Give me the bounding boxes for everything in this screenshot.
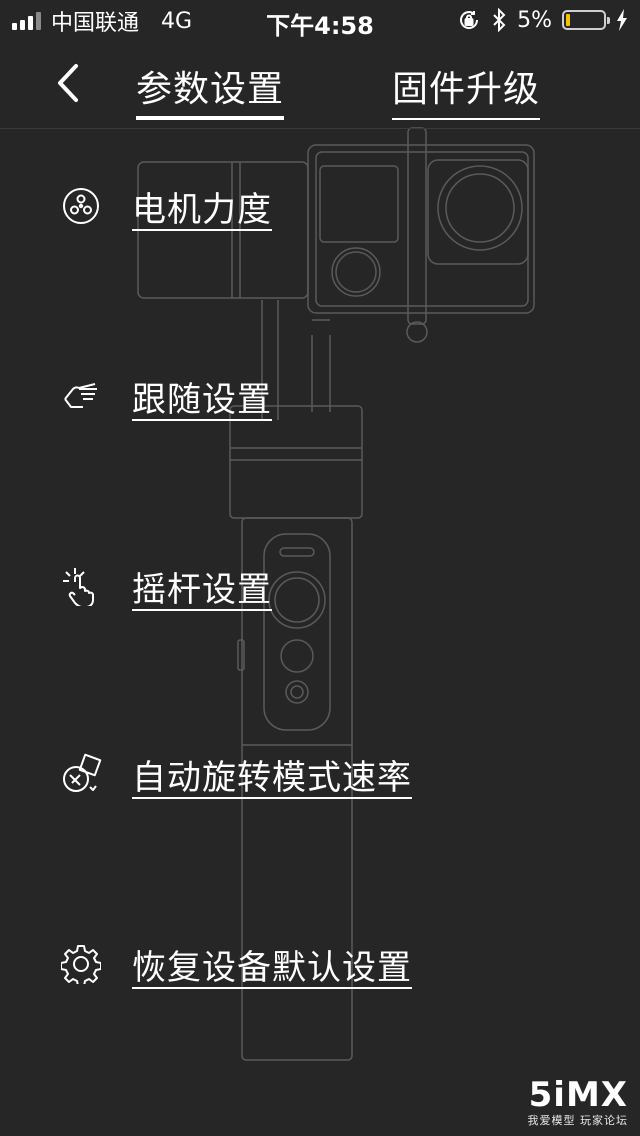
menu-item-label: 摇杆设置 bbox=[132, 569, 272, 610]
status-bar: 中国联通 4G 下午4:58 5% bbox=[0, 0, 640, 40]
watermark-logo: 5iMX 我爱模型 玩家论坛 bbox=[528, 1078, 629, 1128]
signal-strength-icon bbox=[12, 12, 41, 30]
nav-bar: 参数设置 固件升级 bbox=[0, 40, 640, 129]
charging-bolt-icon bbox=[617, 9, 627, 31]
menu-item-restore-defaults[interactable]: 恢复设备默认设置 bbox=[60, 934, 412, 994]
status-time: 下午4:58 bbox=[266, 12, 374, 40]
tab-underline bbox=[392, 118, 541, 120]
tab-params-settings[interactable]: 参数设置 bbox=[136, 60, 285, 120]
gear-icon bbox=[60, 943, 102, 985]
carrier-name: 中国联通 bbox=[51, 11, 140, 36]
tab-active-indicator bbox=[136, 116, 285, 120]
network-type: 4G bbox=[161, 8, 193, 34]
menu-item-motor-strength[interactable]: 电机力度 bbox=[60, 176, 272, 236]
bluetooth-icon bbox=[493, 8, 506, 32]
menu-item-label: 电机力度 bbox=[132, 189, 272, 230]
menu-item-label: 自动旋转模式速率 bbox=[132, 757, 412, 798]
back-chevron-icon[interactable] bbox=[50, 60, 90, 106]
tab-params-label: 参数设置 bbox=[136, 69, 285, 110]
menu-item-label: 恢复设备默认设置 bbox=[132, 947, 412, 988]
menu-item-auto-rotate-speed[interactable]: 自动旋转模式速率 bbox=[60, 744, 412, 804]
motor-icon bbox=[60, 185, 102, 227]
battery-icon bbox=[562, 10, 610, 30]
menu-item-joystick-settings[interactable]: 摇杆设置 bbox=[60, 556, 272, 616]
rotate-icon bbox=[60, 753, 102, 795]
menu-item-label: 跟随设置 bbox=[132, 379, 272, 420]
watermark-subtitle: 我爱模型 玩家论坛 bbox=[527, 1114, 628, 1127]
tap-icon bbox=[60, 565, 102, 607]
orientation-lock-icon bbox=[460, 11, 479, 29]
watermark-logo-text: 5iMX bbox=[528, 1075, 628, 1115]
menu-item-follow-settings[interactable]: 跟随设置 bbox=[60, 366, 272, 426]
tab-firmware-upgrade[interactable]: 固件升级 bbox=[392, 60, 541, 120]
status-right: 5% bbox=[457, 6, 628, 34]
battery-percent: 5% bbox=[517, 7, 552, 33]
battery-fill bbox=[566, 14, 570, 26]
hand-point-icon bbox=[60, 375, 102, 417]
tab-firmware-label: 固件升级 bbox=[392, 69, 541, 110]
status-left: 中国联通 4G bbox=[12, 7, 193, 36]
